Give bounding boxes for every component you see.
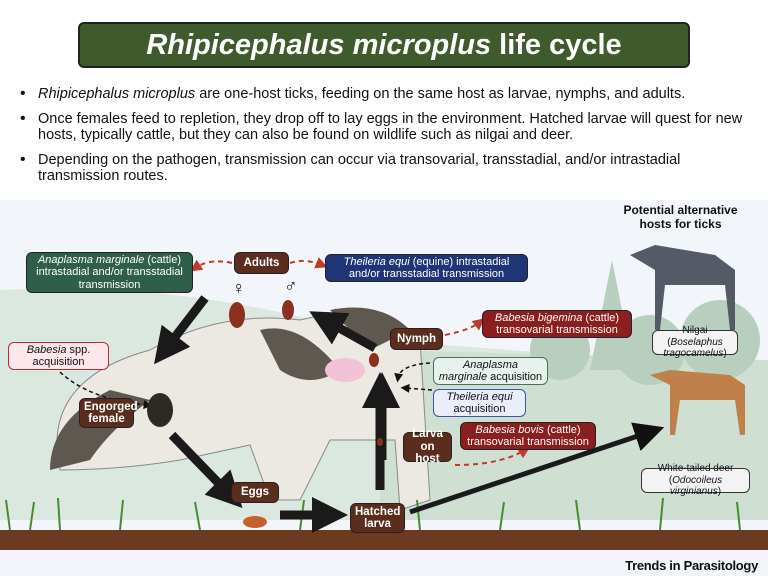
stage-eggs: Eggs: [231, 482, 279, 503]
anaplasma-acquisition-box: Anaplasma marginale acquisition: [433, 357, 548, 385]
cow-udder: [325, 358, 365, 382]
bullet-2: Once females feed to repletion, they dro…: [20, 111, 760, 143]
pathogen-text: (equine) intrastadial and/or transstadia…: [348, 255, 510, 281]
stage-nymph: Nymph: [390, 328, 443, 350]
pathogen-name: Babesia bigemina: [494, 311, 583, 324]
label-italic: Odocoileus virginianus: [669, 474, 723, 498]
alt-host-arrow: [409, 422, 665, 515]
stage-adults: Adults: [234, 252, 289, 274]
transmission-arrows: [190, 257, 531, 466]
nilgai-icon: [630, 245, 735, 330]
stage-hatched-larva: Hatched larva: [350, 503, 405, 533]
pathogen-text: spp. acquisition: [32, 343, 91, 369]
bullet-italic: Rhipicephalus microplus: [38, 86, 196, 102]
pathogen-name: Theileria equi: [446, 390, 513, 403]
title-rest: life cycle: [499, 28, 622, 61]
anaplasma-transmission-box: Anaplasma marginale (cattle) intrastadia…: [26, 252, 193, 293]
pathogen-text: (cattle) transovarial transmission: [496, 311, 620, 337]
bullet-text: Once females feed to repletion, they dro…: [38, 111, 743, 143]
label-italic: Boselaphus tragocamelus: [663, 336, 724, 360]
label-text: White-tailed deer: [657, 463, 734, 475]
theileria-acquisition-box: Theileria equi acquisition: [433, 389, 526, 417]
alt-hosts-title: Potential alternative hosts for ticks: [623, 203, 738, 231]
pathogen-text: (cattle) intrastadial and/or transstadia…: [36, 253, 183, 291]
bullet-1: Rhipicephalus microplus are one-host tic…: [20, 86, 760, 102]
grass: [5, 497, 741, 531]
bullet-3: Depending on the pathogen, transmission …: [20, 152, 760, 184]
deer-label: White-tailed deer(Odocoileus virginianus…: [641, 463, 750, 497]
bullet-text: Depending on the pathogen, transmission …: [38, 152, 681, 184]
nilgai-label: Nilgai (Boselaphus tragocamelus): [652, 325, 738, 359]
ticks: [147, 300, 383, 528]
pathogen-name: Babesia bovis: [475, 423, 544, 436]
title-italic: Rhipicephalus microplus: [146, 28, 492, 61]
pathogen-text: (cattle) transovarial transmission: [467, 423, 589, 449]
pathogen-name: Theileria equi: [343, 255, 410, 268]
pathogen-name: Anaplasma marginale: [37, 253, 145, 266]
stage-larva-on-host: Larva on host: [403, 428, 452, 465]
deer-icon: [650, 370, 745, 435]
bullet-list: Rhipicephalus microplus are one-host tic…: [20, 86, 760, 193]
label-text: Nilgai (: [667, 325, 708, 348]
label-text: ): [723, 348, 727, 360]
female-symbol: ♀: [232, 278, 246, 298]
pathogen-name: Babesia: [26, 343, 67, 356]
pathogen-name: Anaplasma marginale: [438, 358, 519, 384]
stage-engorged-female: Engorged female: [79, 398, 138, 428]
theileria-transmission-box: Theileria equi (equine) intrastadial and…: [325, 254, 528, 282]
bigemina-transmission-box: Babesia bigemina (cattle) transovarial t…: [482, 310, 632, 338]
pathogen-text: acquisition: [453, 403, 506, 415]
bullet-text: are one-host ticks, feeding on the same …: [195, 86, 686, 102]
acquisition-arrows: [59, 362, 433, 410]
journal-footer: Trends in Parasitology: [625, 558, 758, 573]
male-symbol: ♂: [284, 276, 298, 296]
babesia-acquisition-box: Babesia spp. acquisition: [8, 342, 109, 370]
pathogen-text: acquisition: [487, 371, 543, 383]
bovis-transmission-box: Babesia bovis (cattle) transovarial tran…: [460, 422, 596, 450]
soil: [0, 530, 768, 550]
cow-spots: [50, 307, 410, 470]
